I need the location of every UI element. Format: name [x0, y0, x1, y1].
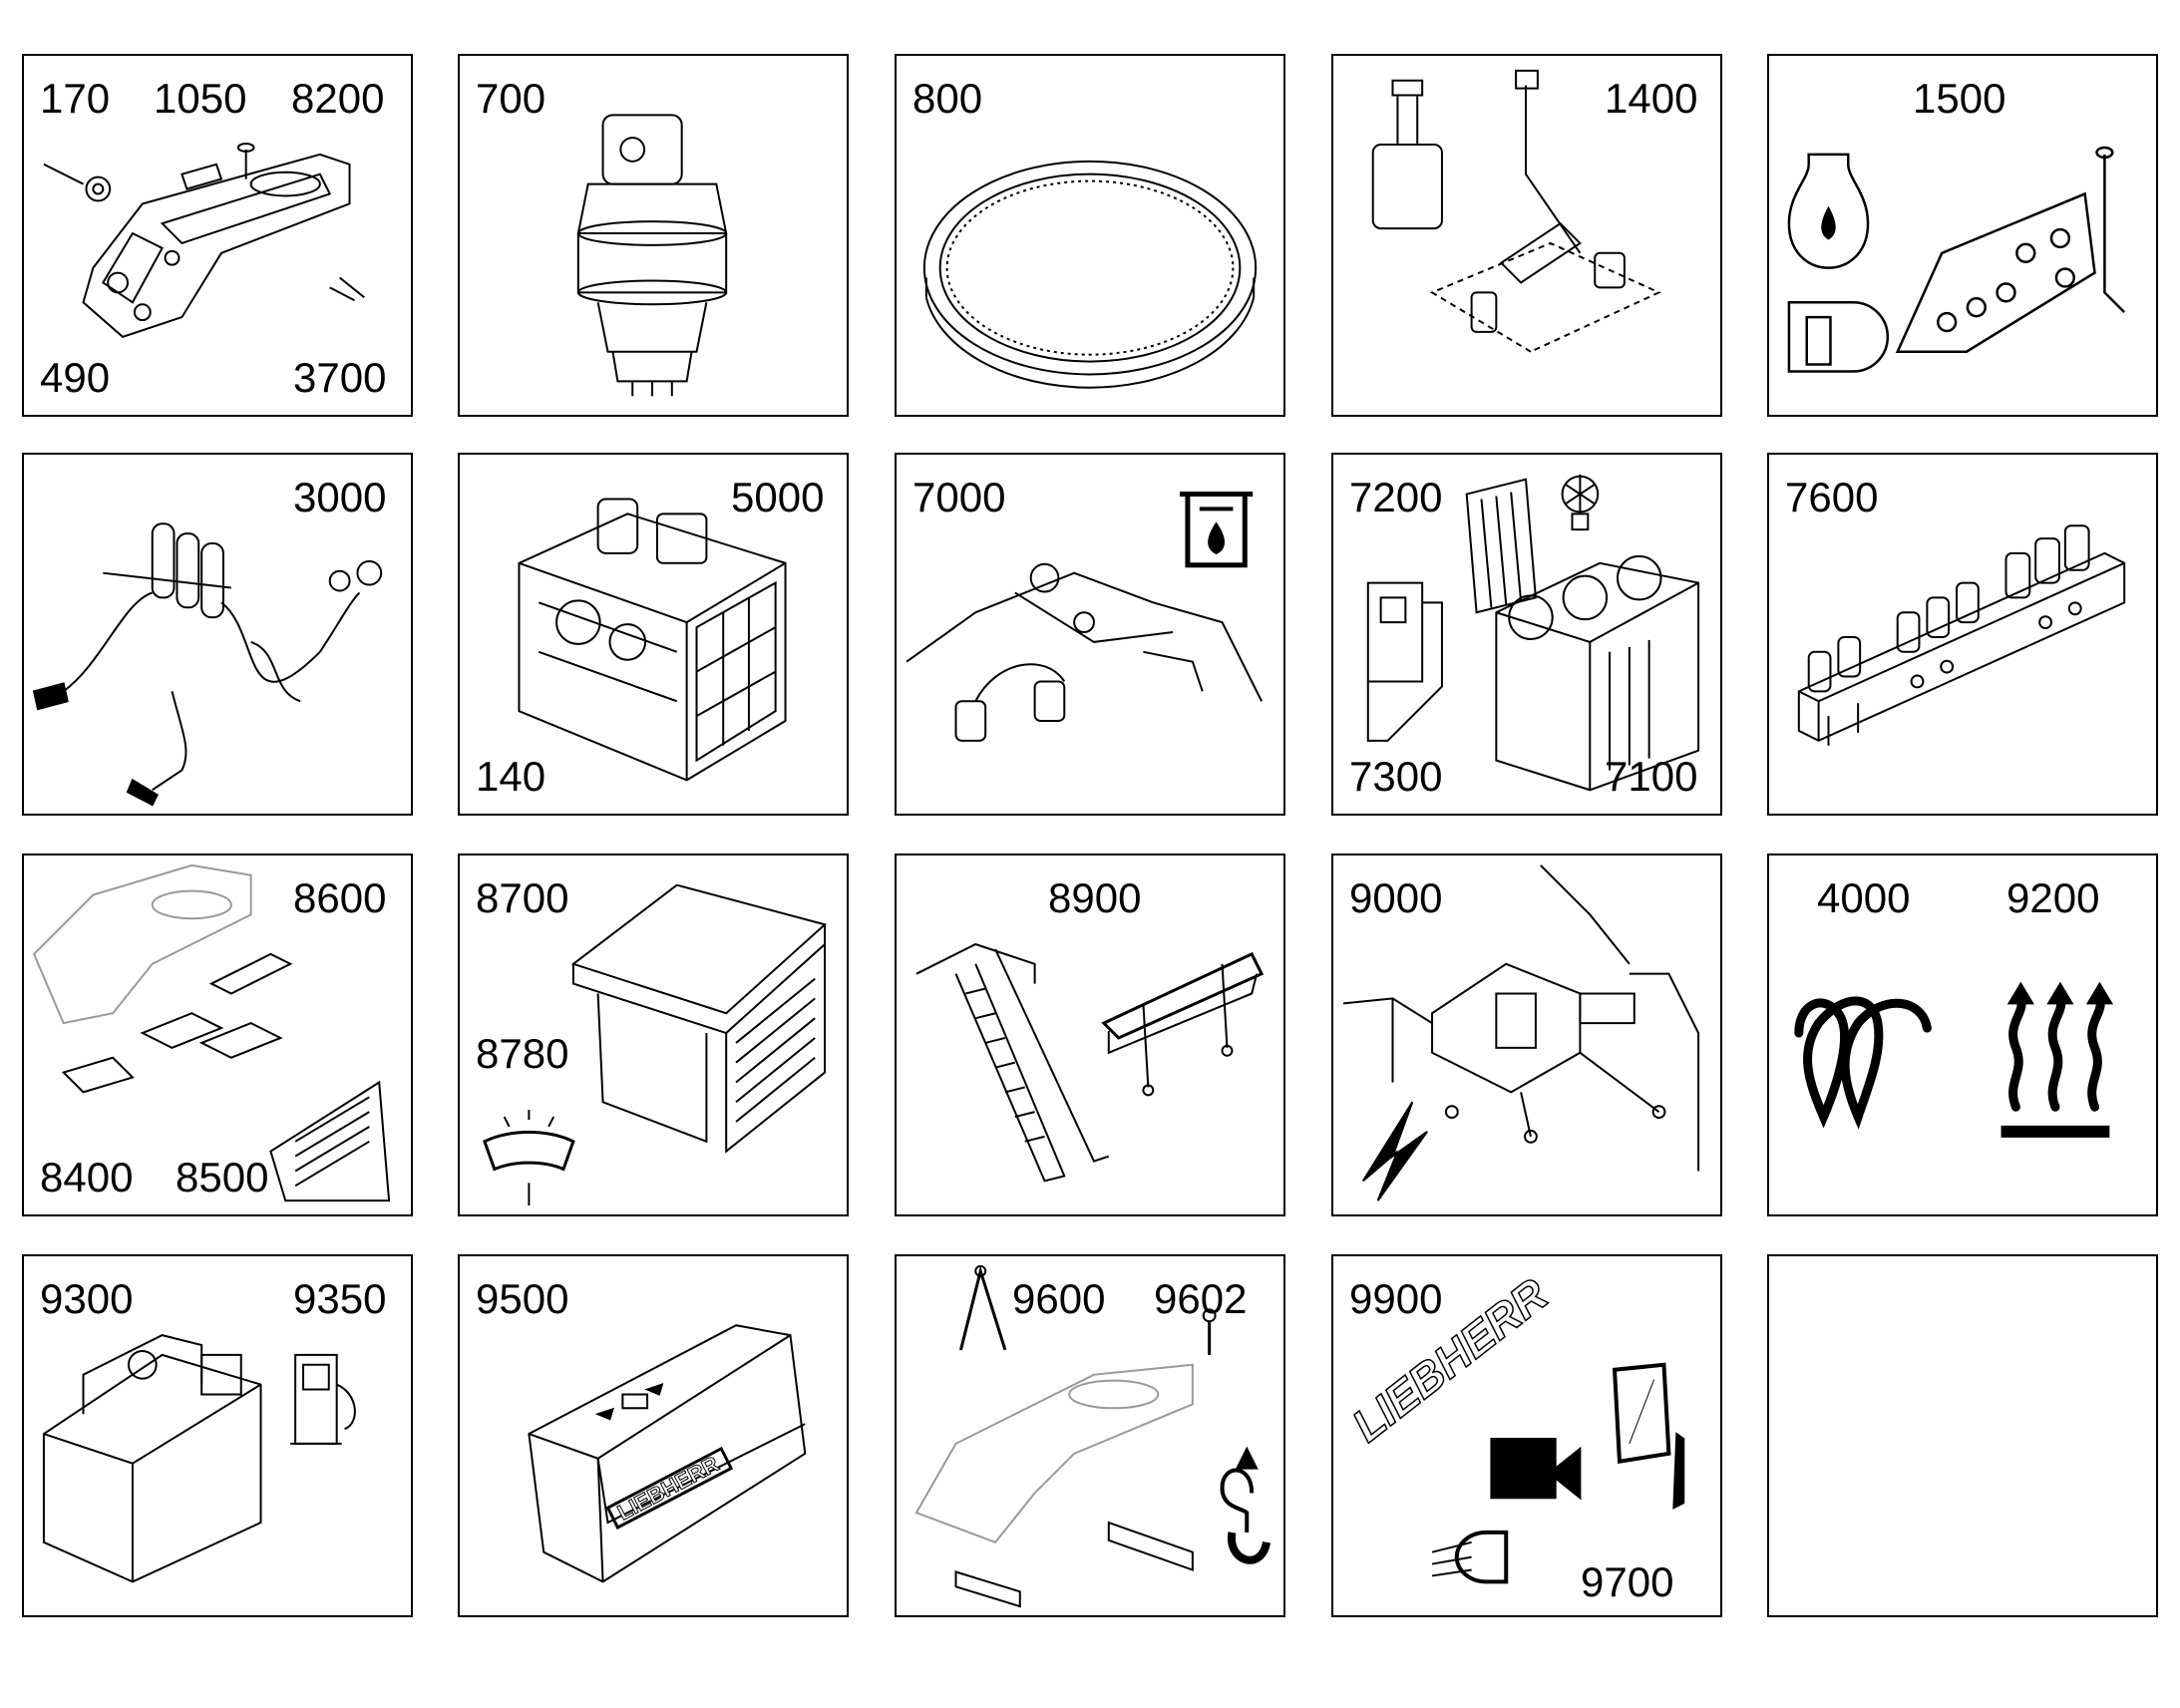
part-group-cell-19[interactable]: 9900 9700 LIEBHERR	[1331, 1254, 1722, 1617]
part-number-label: 8600	[293, 874, 387, 921]
covers-mats-icon	[24, 855, 411, 1214]
part-group-cell-16[interactable]: 9300 9350	[22, 1254, 413, 1617]
part-group-cell-13[interactable]: 8900	[895, 854, 1285, 1216]
heating-symbols-icon	[1769, 855, 2156, 1214]
part-group-cell-14[interactable]: 9000	[1331, 854, 1722, 1216]
part-group-cell-4[interactable]: 1400	[1331, 54, 1722, 417]
part-number-label: 9000	[1349, 874, 1443, 921]
part-group-cell-9[interactable]: 7200 7300 7100	[1331, 453, 1722, 816]
part-number-label: 9200	[2006, 874, 2100, 921]
part-group-cell-2[interactable]: 700	[458, 54, 849, 417]
part-number-label: 700	[476, 75, 546, 122]
liebherr-logo: LIEBHERR	[1343, 1268, 1558, 1451]
part-number-label: 7000	[912, 474, 1006, 520]
part-number-label: 4000	[1817, 874, 1911, 921]
part-number-label: 5000	[731, 474, 825, 520]
part-number-label: 8500	[176, 1154, 269, 1200]
part-group-cell-20-empty	[1767, 1254, 2158, 1617]
part-number-label: 7100	[1605, 753, 1698, 800]
operator-cab-icon	[460, 855, 847, 1214]
part-group-cell-18[interactable]: 9600 9602	[895, 1254, 1285, 1617]
electrical-system-icon	[1333, 855, 1720, 1214]
control-panel-icon	[1769, 56, 2156, 415]
part-group-cell-17[interactable]: 9500 LIEBHERR	[458, 1254, 849, 1617]
part-number-label: 170	[40, 75, 111, 122]
part-group-cell-12[interactable]: 8700 8780	[458, 854, 849, 1216]
part-number-label: 490	[40, 354, 111, 401]
part-number-label: 9600	[1012, 1275, 1106, 1322]
hydraulic-hoses-icon	[24, 455, 411, 814]
part-number-label: 7200	[1349, 474, 1443, 520]
access-ladder-icon	[897, 855, 1283, 1214]
part-number-label: 140	[476, 753, 546, 800]
part-number-label: 1500	[1913, 75, 2006, 122]
part-number-label: 9900	[1349, 1275, 1443, 1322]
part-number-label: 800	[912, 75, 983, 122]
hydraulic-oil-icon	[897, 455, 1283, 814]
part-group-cell-5[interactable]: 1500	[1767, 54, 2158, 417]
part-number-label: 8400	[40, 1154, 134, 1200]
part-number-label: 8780	[476, 1030, 569, 1077]
part-number-label: 9500	[476, 1275, 569, 1322]
counterweight-icon: LIEBHERR	[460, 1256, 847, 1615]
part-number-label: 1050	[154, 75, 247, 122]
part-number-label: 9300	[40, 1275, 134, 1322]
part-number-label: 7600	[1785, 474, 1879, 520]
part-number-label: 9700	[1581, 1558, 1674, 1605]
part-number-label: 8900	[1048, 874, 1142, 921]
part-group-cell-7[interactable]: 5000 140	[458, 453, 849, 816]
fuel-tank-icon	[24, 1256, 411, 1615]
part-number-label: 9602	[1154, 1275, 1248, 1322]
swing-gearbox-icon	[460, 56, 847, 415]
part-number-label: 3700	[293, 354, 387, 401]
part-group-cell-1[interactable]: 170 1050 8200 490 3700	[22, 54, 413, 417]
slewing-ring-icon	[897, 56, 1283, 415]
part-group-cell-15[interactable]: 4000 9200	[1767, 854, 2158, 1216]
part-group-cell-8[interactable]: 7000	[895, 453, 1285, 816]
part-number-label: 7300	[1349, 753, 1443, 800]
cooling-radiator-icon	[1333, 455, 1720, 814]
part-number-label: 8200	[291, 75, 385, 122]
control-valve-icon	[1769, 455, 2156, 814]
part-group-cell-10[interactable]: 7600	[1767, 453, 2158, 816]
part-group-cell-11[interactable]: 8600 8400 8500	[22, 854, 413, 1216]
part-group-cell-3[interactable]: 800	[895, 54, 1285, 417]
part-group-cell-6[interactable]: 3000	[22, 453, 413, 816]
lubrication-system-icon	[1333, 56, 1720, 415]
part-number-label: 1400	[1605, 75, 1698, 122]
counterweight-brand-text: LIEBHERR	[613, 1451, 723, 1525]
swing-frame-icon	[24, 56, 411, 415]
lifting-equipment-icon	[897, 1256, 1283, 1615]
decal-camera-mirror-light-icon: LIEBHERR	[1342, 1268, 1720, 1615]
part-number-label: 3000	[293, 474, 387, 520]
part-number-label: 9350	[293, 1275, 387, 1322]
part-number-label: 8700	[476, 874, 569, 921]
engine-module-icon	[460, 455, 847, 814]
